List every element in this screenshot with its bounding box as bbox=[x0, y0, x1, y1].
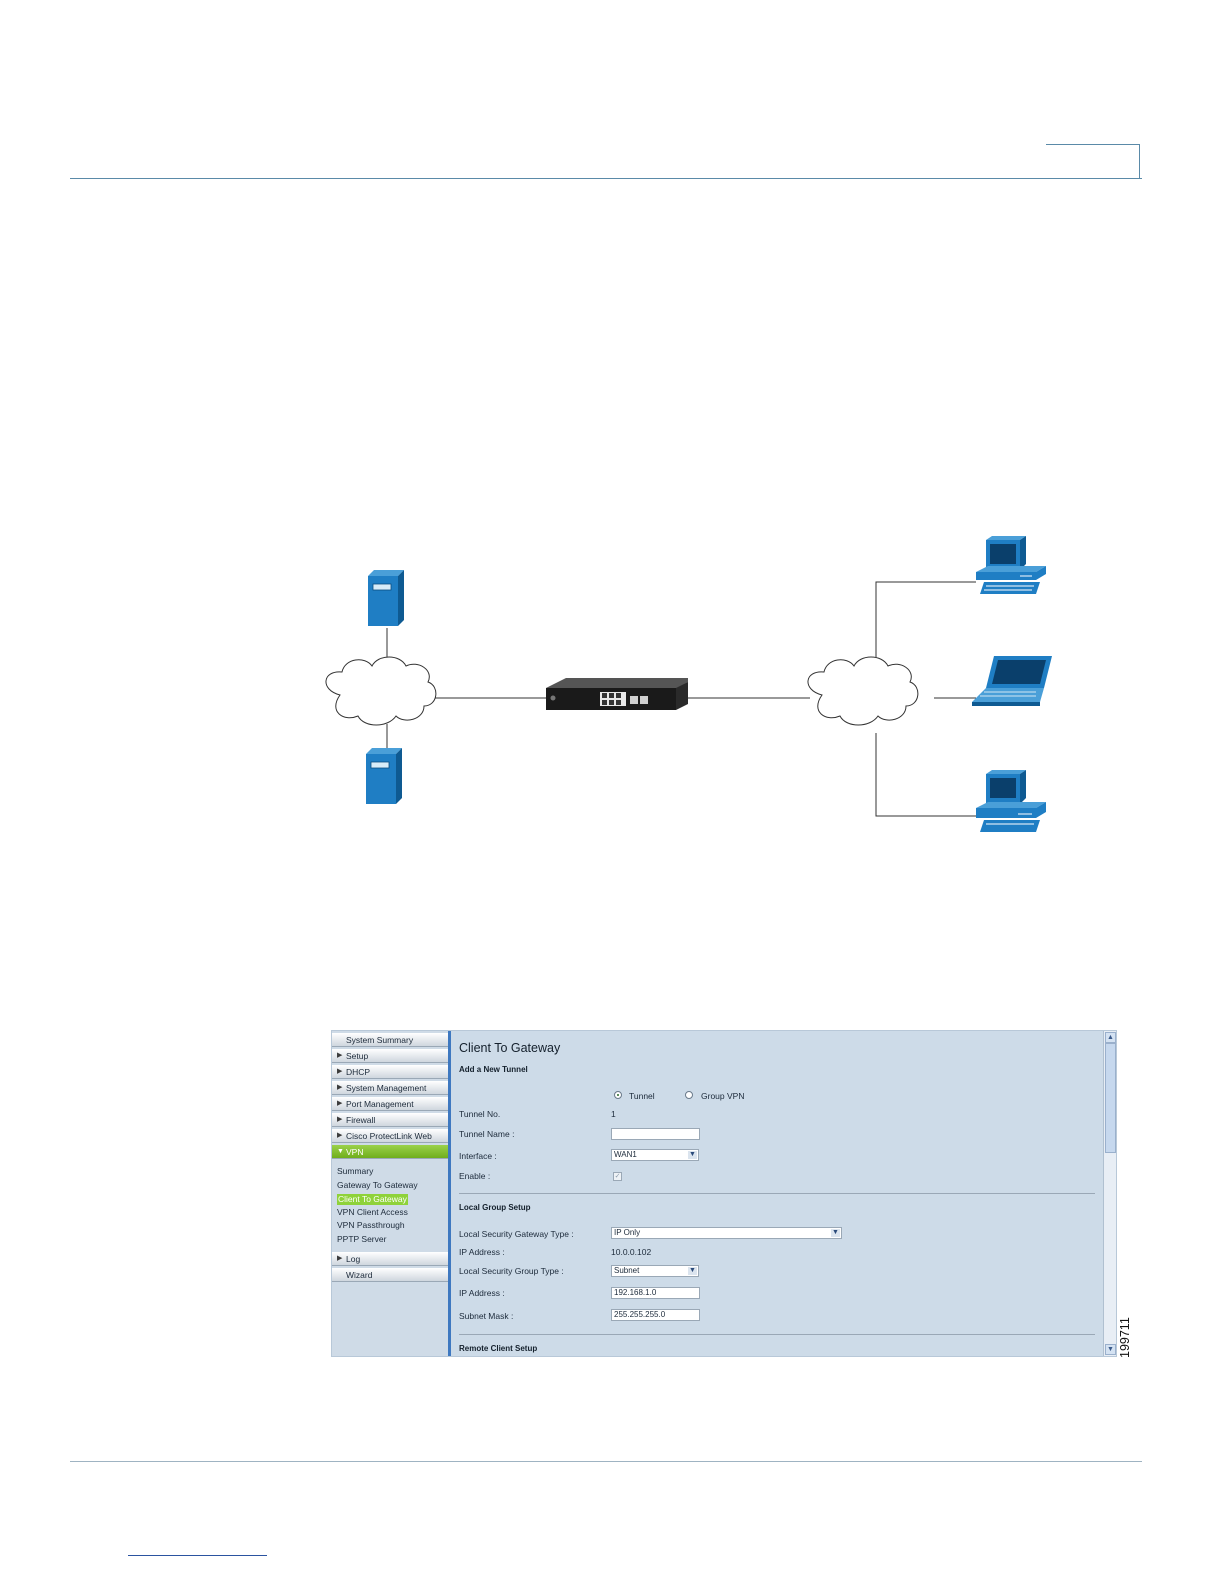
subnav-gateway-to-gateway[interactable]: Gateway To Gateway bbox=[337, 1180, 418, 1191]
tunnel-name-label: Tunnel Name : bbox=[459, 1129, 514, 1139]
subnav-client-to-gateway[interactable]: Client To Gateway bbox=[337, 1194, 408, 1205]
scroll-up-icon[interactable]: ▲ bbox=[1105, 1032, 1116, 1043]
chevron-down-icon: ▼ bbox=[688, 1151, 697, 1159]
laptop-icon bbox=[972, 656, 1052, 706]
ip-address-input[interactable]: 192.168.1.0 bbox=[611, 1287, 700, 1299]
ip-address-label: IP Address : bbox=[459, 1247, 505, 1257]
tunnel-name-input[interactable] bbox=[611, 1128, 700, 1140]
caret-right-icon: ▶ bbox=[337, 1049, 342, 1063]
radio-group-vpn[interactable] bbox=[685, 1091, 693, 1099]
nav-protectlink-web[interactable]: ▶Cisco ProtectLink Web bbox=[332, 1129, 448, 1143]
server-icon bbox=[368, 570, 404, 626]
enable-checkbox[interactable]: ✓ bbox=[613, 1172, 622, 1181]
caret-right-icon: ▶ bbox=[337, 1081, 342, 1095]
scroll-down-icon[interactable]: ▼ bbox=[1105, 1344, 1116, 1355]
workstation-icon bbox=[976, 770, 1046, 832]
lsg-type-label: Local Security Gateway Type : bbox=[459, 1229, 574, 1239]
lsg-type-select[interactable]: IP Only ▼ bbox=[611, 1227, 842, 1239]
footer-link-underline bbox=[128, 1555, 267, 1556]
caret-down-icon: ▼ bbox=[337, 1145, 344, 1159]
tunnel-no-value: 1 bbox=[611, 1109, 616, 1119]
tunnel-no-label: Tunnel No. bbox=[459, 1109, 500, 1119]
figure-number: 199711 bbox=[1118, 1310, 1132, 1358]
chapter-tab-box bbox=[1046, 144, 1140, 178]
caret-right-icon: ▶ bbox=[337, 1097, 342, 1111]
subnav-vpn-passthrough[interactable]: VPN Passthrough bbox=[337, 1220, 405, 1231]
caret-right-icon: ▶ bbox=[337, 1129, 342, 1143]
section-divider bbox=[459, 1334, 1095, 1335]
page-title: Client To Gateway bbox=[459, 1041, 560, 1055]
interface-label: Interface : bbox=[459, 1151, 497, 1161]
subnet-mask-label: Subnet Mask : bbox=[459, 1311, 513, 1321]
server-icon bbox=[366, 748, 402, 804]
client-to-gateway-screenshot: System Summary ▶Setup ▶DHCP ▶System Mana… bbox=[331, 1030, 1117, 1357]
internet-cloud-icon bbox=[326, 657, 436, 725]
radio-group-vpn-label: Group VPN bbox=[701, 1091, 744, 1101]
workstation-icon bbox=[976, 536, 1046, 594]
section-divider bbox=[459, 1193, 1095, 1194]
nav-firewall[interactable]: ▶Firewall bbox=[332, 1113, 448, 1127]
nav-vpn[interactable]: ▼VPN bbox=[332, 1145, 448, 1159]
lsgroup-type-label: Local Security Group Type : bbox=[459, 1266, 564, 1276]
nav-port-management[interactable]: ▶Port Management bbox=[332, 1097, 448, 1111]
radio-tunnel[interactable] bbox=[614, 1091, 622, 1099]
lan-cloud-icon bbox=[808, 657, 918, 725]
lsgroup-type-select[interactable]: Subnet ▼ bbox=[611, 1265, 699, 1277]
section-local-group: Local Group Setup bbox=[459, 1203, 531, 1212]
network-diagram bbox=[300, 520, 1060, 850]
interface-select[interactable]: WAN1 ▼ bbox=[611, 1149, 699, 1161]
caret-right-icon: ▶ bbox=[337, 1065, 342, 1079]
nav-log[interactable]: ▶Log bbox=[332, 1252, 448, 1266]
subnet-mask-input[interactable]: 255.255.255.0 bbox=[611, 1309, 700, 1321]
ip-address-value: 10.0.0.102 bbox=[611, 1247, 651, 1257]
nav-setup[interactable]: ▶Setup bbox=[332, 1049, 448, 1063]
header-rule bbox=[70, 178, 1142, 179]
footer-rule bbox=[70, 1461, 1142, 1462]
radio-tunnel-label: Tunnel bbox=[629, 1091, 655, 1101]
caret-right-icon: ▶ bbox=[337, 1113, 342, 1127]
vertical-scrollbar[interactable]: ▲ ▼ bbox=[1103, 1031, 1117, 1356]
main-content: Client To Gateway Add a New Tunnel Tunne… bbox=[451, 1031, 1103, 1357]
subnav-pptp-server[interactable]: PPTP Server bbox=[337, 1234, 386, 1245]
nav-dhcp[interactable]: ▶DHCP bbox=[332, 1065, 448, 1079]
nav-system-summary[interactable]: System Summary bbox=[332, 1033, 448, 1047]
subnav-vpn-client-access[interactable]: VPN Client Access bbox=[337, 1207, 408, 1218]
sidebar: System Summary ▶Setup ▶DHCP ▶System Mana… bbox=[332, 1031, 448, 1357]
section-remote-client: Remote Client Setup bbox=[459, 1344, 537, 1353]
router-icon bbox=[546, 678, 688, 710]
chevron-down-icon: ▼ bbox=[688, 1267, 697, 1275]
nav-wizard[interactable]: Wizard bbox=[332, 1268, 448, 1282]
caret-right-icon: ▶ bbox=[337, 1252, 342, 1266]
scroll-thumb[interactable] bbox=[1105, 1043, 1116, 1153]
section-add-tunnel: Add a New Tunnel bbox=[459, 1065, 528, 1074]
subnav-summary[interactable]: Summary bbox=[337, 1166, 373, 1177]
nav-system-management[interactable]: ▶System Management bbox=[332, 1081, 448, 1095]
ip-address-2-label: IP Address : bbox=[459, 1288, 505, 1298]
enable-label: Enable : bbox=[459, 1171, 490, 1181]
chevron-down-icon: ▼ bbox=[831, 1229, 840, 1237]
